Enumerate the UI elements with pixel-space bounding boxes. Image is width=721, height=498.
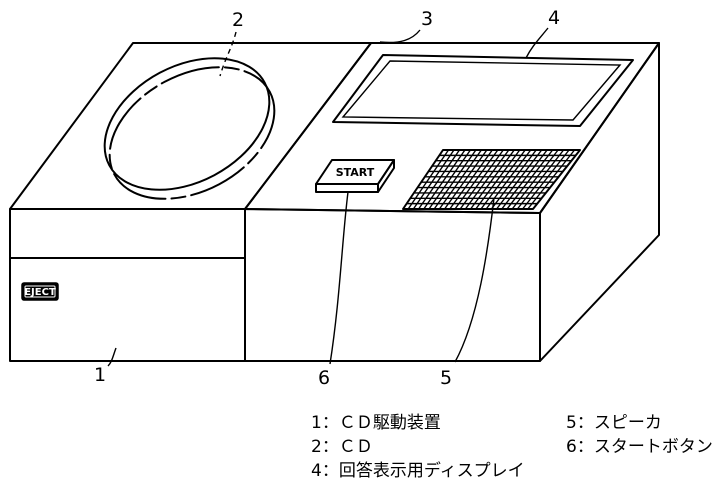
legend-item-1: 1：ＣＤ駆動装置	[311, 413, 441, 433]
start-button[interactable]: START	[315, 159, 395, 193]
speaker-grille-line	[459, 149, 504, 210]
callout-6: 6	[318, 367, 330, 389]
speaker-grille-line	[433, 149, 477, 210]
speaker-grille-line	[444, 149, 488, 210]
leader-lines	[107, 27, 549, 367]
speaker-grille-line	[470, 149, 515, 210]
speaker-grille-line	[522, 149, 570, 210]
start-button-label: START	[336, 166, 375, 179]
speaker-grille-line	[454, 149, 499, 210]
eject-button[interactable]: EJECT	[21, 282, 59, 301]
legend-item-4: 4：回答表示用ディスプレイ	[311, 461, 525, 481]
speaker-grille-line	[407, 149, 450, 210]
speaker-grille-line	[449, 149, 493, 210]
legend-item-5: 5：スピーカ	[566, 413, 662, 433]
callout-2: 2	[232, 9, 244, 31]
speaker-grille	[402, 149, 581, 210]
legend-item-6: 6：スタートボタン	[566, 437, 713, 457]
cd-disc	[103, 57, 276, 200]
eject-button-label: EJECT	[24, 287, 56, 298]
speaker-grille-line	[423, 149, 466, 210]
speaker-grille-line	[438, 149, 482, 210]
callout-4: 4	[548, 7, 560, 29]
callout-3: 3	[421, 8, 433, 30]
speaker-grille-line	[506, 149, 554, 210]
speaker-grille-line	[480, 149, 526, 210]
speaker-grille-line	[475, 149, 521, 210]
callout-1: 1	[94, 364, 106, 386]
speaker-grille-line	[501, 149, 548, 210]
answer-display	[332, 54, 634, 127]
speaker-grille-line	[412, 149, 455, 210]
speaker-grille-line	[511, 149, 559, 210]
legend-item-2: 2：ＣＤ	[311, 437, 373, 457]
speaker-grille-line	[496, 149, 543, 210]
speaker-grille-line	[428, 149, 471, 210]
callout-5: 5	[440, 367, 452, 389]
device-body	[9, 42, 660, 362]
speaker-grille-line	[418, 149, 461, 210]
speaker-grille-line	[527, 149, 576, 210]
speaker-grille-line	[464, 149, 510, 210]
speaker-grille-line	[516, 149, 565, 210]
speaker-grille-line	[490, 149, 537, 210]
